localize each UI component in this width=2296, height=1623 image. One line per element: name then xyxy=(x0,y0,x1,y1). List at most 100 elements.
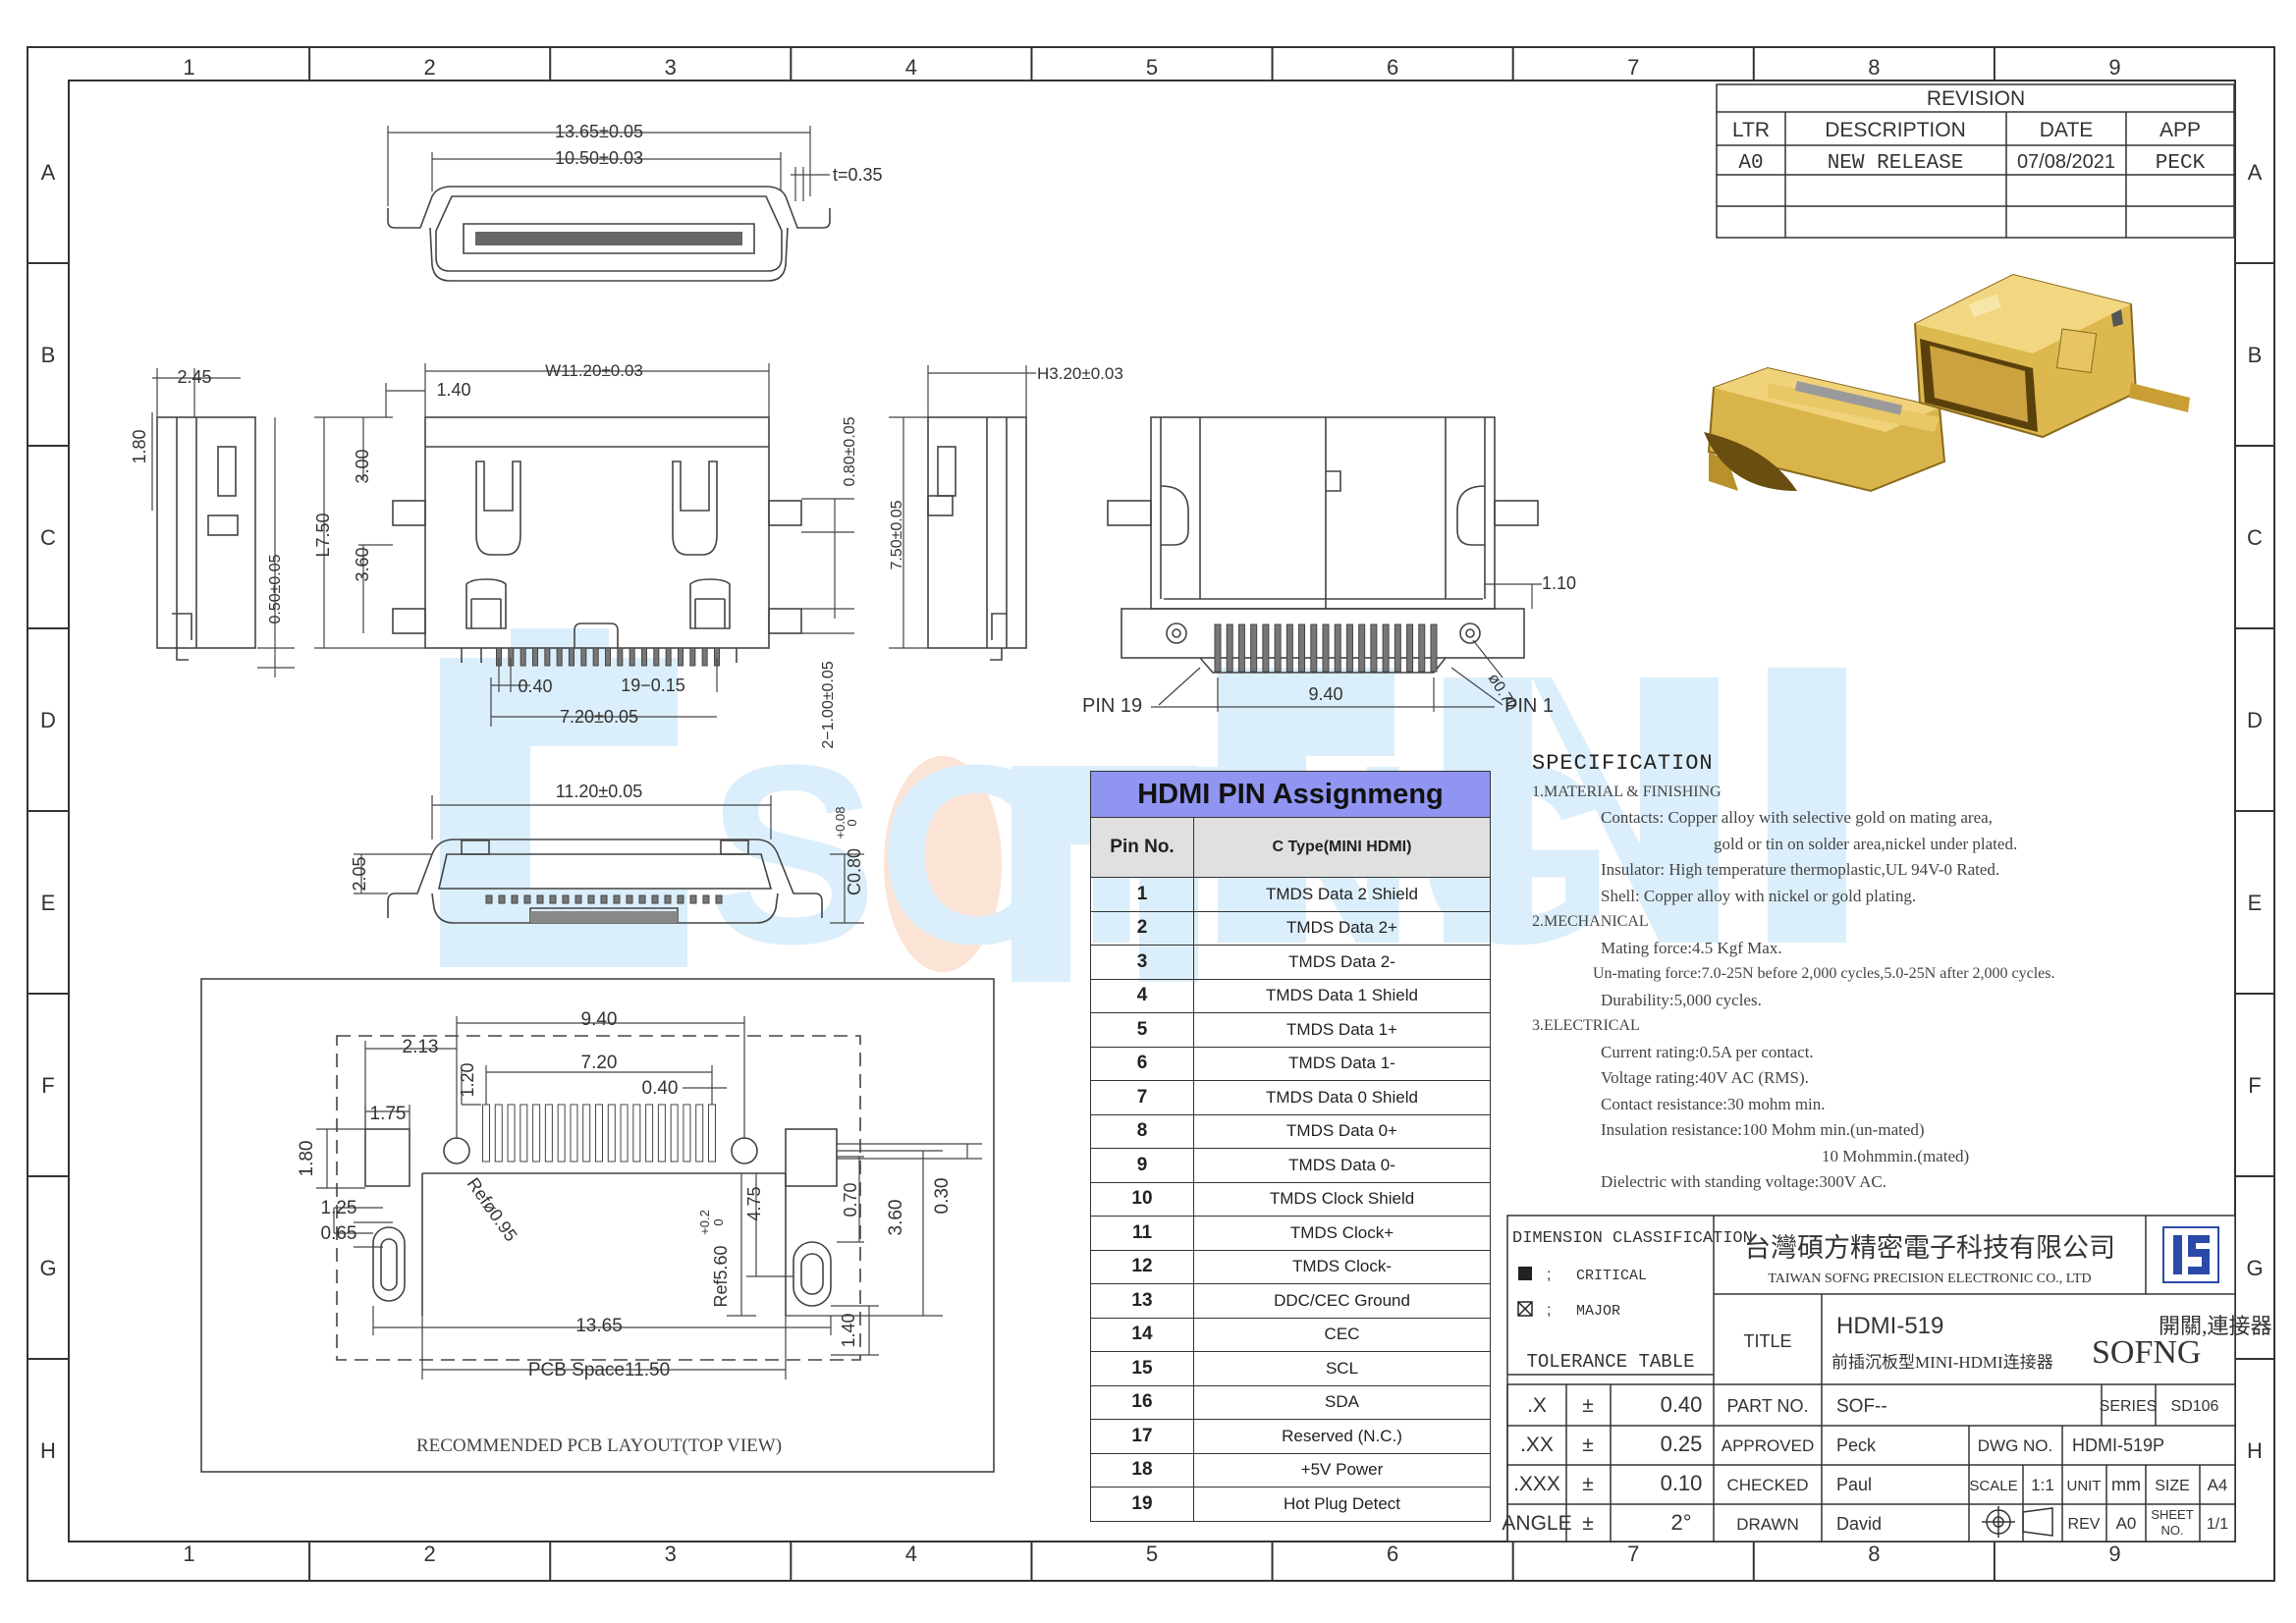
grid-column-label: 9 xyxy=(2108,1542,2120,1566)
dim-front-pitch: 19−0.15 xyxy=(621,676,685,695)
pcb-dim-065: 0.65 xyxy=(321,1223,357,1244)
pin-signal: TMDS Data 2+ xyxy=(1193,910,1491,946)
sheet-label: SHEET xyxy=(2151,1507,2193,1522)
tol-key: .XXX xyxy=(1513,1473,1560,1495)
pcb-dim-125: 1.25 xyxy=(321,1198,357,1218)
rev-label: REV xyxy=(2068,1516,2101,1533)
pin-signal: CEC xyxy=(1193,1317,1491,1352)
grid-column-label: 3 xyxy=(665,55,677,80)
title-value: HDMI-519 xyxy=(1836,1313,1943,1339)
dim-end-1120: 11.20±0.05 xyxy=(556,782,643,801)
spec-current: Current rating:0.5A per contact. xyxy=(1601,1042,1814,1061)
pin-table-title: HDMI PIN Assignmeng xyxy=(1090,771,1491,817)
spec-dielectric: Dielectric with standing voltage:300V AC… xyxy=(1601,1172,1887,1191)
grid-row-label: D xyxy=(2247,708,2263,732)
dim-front-100: 2−1.00±0.05 xyxy=(820,661,837,748)
grid-column-label: 2 xyxy=(424,1542,436,1566)
grid-row-label: F xyxy=(2248,1073,2261,1098)
grid-column-label: 7 xyxy=(1627,55,1639,80)
spec-title: SPECIFICATION xyxy=(1532,751,1714,776)
pcb-dim-720: 7.20 xyxy=(581,1053,618,1073)
pcb-ref-095: Refø0.95 xyxy=(464,1174,521,1245)
revision-date: 07/08/2021 xyxy=(2017,151,2115,173)
pcb-layout xyxy=(200,978,995,1473)
grid-column-label: 8 xyxy=(1868,1542,1880,1566)
pcb-dim-030: 0.30 xyxy=(932,1178,953,1215)
grid-column-label: 5 xyxy=(1146,1542,1158,1566)
grid-column-label: 7 xyxy=(1627,1542,1639,1566)
tol-key: ANGLE xyxy=(1502,1512,1571,1535)
pin-signal: Reserved (N.C.) xyxy=(1193,1419,1491,1454)
critical-symbol xyxy=(1518,1267,1532,1280)
end-view-pins xyxy=(485,894,723,904)
revision-app: PECK xyxy=(2156,152,2206,175)
approved-label: APPROVED xyxy=(1722,1436,1814,1455)
pcb-dim-475: 4.75 xyxy=(744,1186,764,1220)
checked-label: CHECKED xyxy=(1726,1476,1808,1494)
revision-ltr: A0 xyxy=(1738,152,1763,175)
tolerance-label: TOLERANCE TABLE xyxy=(1526,1351,1694,1373)
spec-contacts: Contacts: Copper alloy with selective go… xyxy=(1601,808,1993,827)
tol-plusminus: ± xyxy=(1582,1394,1594,1417)
grid-row-label: G xyxy=(2246,1256,2263,1280)
pin-signal: TMDS Clock Shield xyxy=(1193,1181,1491,1217)
rear-view-pins xyxy=(1214,623,1438,673)
spec-insulation-2: 10 Mohmmin.(mated) xyxy=(1822,1146,1970,1165)
view-rear xyxy=(1107,416,1539,674)
drawn-value: David xyxy=(1836,1514,1882,1534)
series-label: SERIES xyxy=(2100,1398,2158,1415)
unit-value: mm xyxy=(2111,1475,2141,1494)
major-symbol xyxy=(1517,1301,1533,1317)
grid-column-label: 2 xyxy=(424,55,436,80)
pcb-space: PCB Space11.50 xyxy=(528,1360,670,1380)
pin-number: 19 xyxy=(1090,1487,1194,1522)
pin-signal: TMDS Data 1 Shield xyxy=(1193,978,1491,1013)
pin-number: 14 xyxy=(1090,1317,1194,1352)
grid-row-label: D xyxy=(40,708,56,732)
grid-row-label: B xyxy=(2248,343,2263,367)
pin-table-col-name: C Type(MINI HDMI) xyxy=(1193,817,1491,878)
spec-mating: Mating force:4.5 Kgf Max. xyxy=(1601,938,1782,957)
dwg-no-value: HDMI-519P xyxy=(2072,1435,2164,1455)
title-subtitle: 前插沉板型MINI-HDMI连接器 xyxy=(1831,1353,2053,1372)
scale-value: 1:1 xyxy=(2031,1476,2054,1494)
dim-end-c080-tol2: 0 xyxy=(845,819,859,826)
grid-row-label: F xyxy=(41,1073,54,1098)
pin-number: 15 xyxy=(1090,1351,1194,1386)
view-side-right xyxy=(927,416,1027,661)
specification: SPECIFICATION 1.MATERIAL & FINISHING Con… xyxy=(1532,751,2239,1196)
dim-end-c080-tol: +0.08 xyxy=(833,807,847,839)
drawn-label: DRAWN xyxy=(1736,1515,1799,1534)
dim-front-width: W11.20±0.03 xyxy=(545,361,643,380)
revision-header-date: DATE xyxy=(2040,119,2093,141)
grid-row-label: G xyxy=(39,1256,56,1280)
dim-front-140: 1.40 xyxy=(436,380,470,400)
pin-number: 12 xyxy=(1090,1249,1194,1284)
pcb-ref-560-tol: +0.2 xyxy=(697,1210,712,1235)
tol-value: 2° xyxy=(1670,1510,1691,1535)
grid-column-label: 4 xyxy=(905,55,917,80)
pin-number: 9 xyxy=(1090,1148,1194,1183)
dim-side-245: 2.45 xyxy=(177,367,211,387)
product-photo xyxy=(1704,273,2190,493)
dim-top-outer: 13.65±0.05 xyxy=(555,122,643,141)
pin-number: 2 xyxy=(1090,910,1194,946)
grid-column-label: 9 xyxy=(2108,55,2120,80)
spec-voltage: Voltage rating:40V AC (RMS). xyxy=(1601,1068,1809,1087)
pin-number: 6 xyxy=(1090,1046,1194,1081)
svg-text:;: ; xyxy=(1547,1302,1551,1319)
grid-row-label: C xyxy=(2247,525,2263,550)
pin-number: 8 xyxy=(1090,1113,1194,1149)
part-no-label: PART NO. xyxy=(1726,1396,1808,1416)
pin-signal: TMDS Clock+ xyxy=(1193,1216,1491,1251)
pin-number: 16 xyxy=(1090,1384,1194,1420)
pcb-dim-140: 1.40 xyxy=(839,1313,858,1347)
spec-insulator: Insulator: High temperature thermoplasti… xyxy=(1601,860,2000,879)
revision-header-app: APP xyxy=(2159,119,2201,141)
